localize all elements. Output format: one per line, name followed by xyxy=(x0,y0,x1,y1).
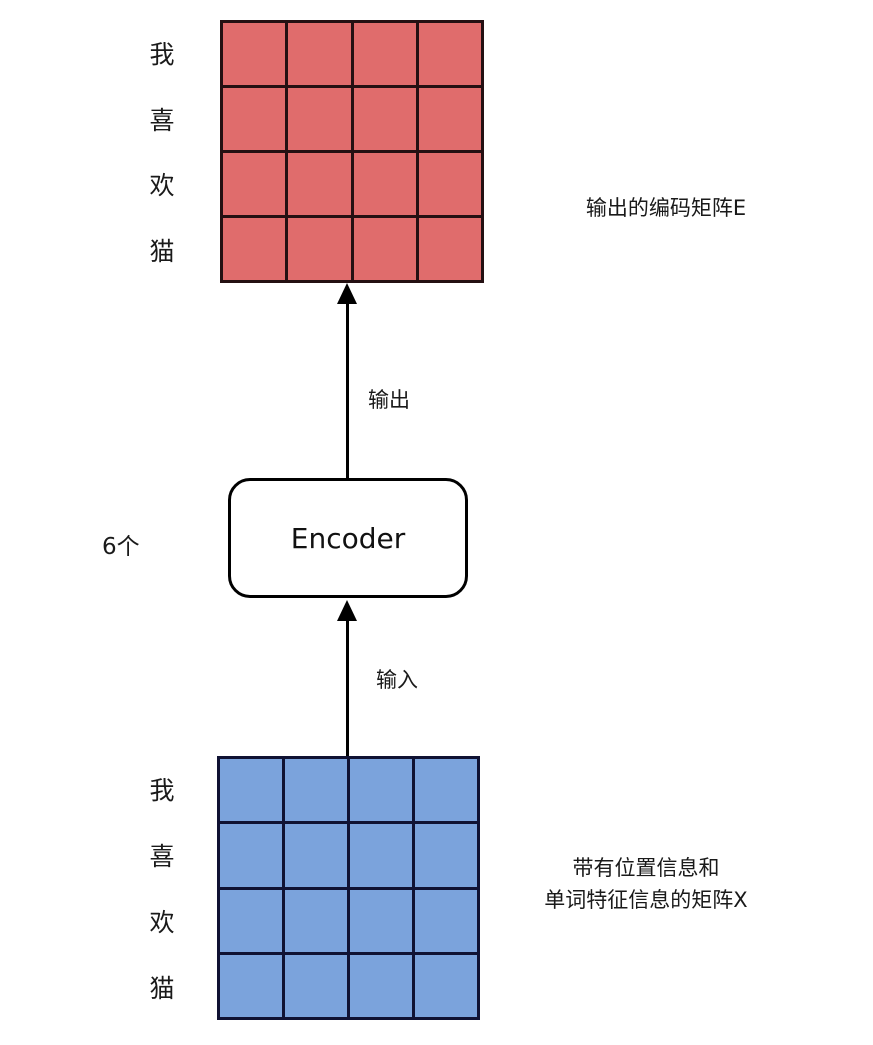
input-arrow-line xyxy=(346,619,349,756)
matrix-cell xyxy=(285,954,347,1017)
input-matrix xyxy=(217,756,480,1020)
input-arrow-head-icon xyxy=(337,600,357,621)
matrix-cell xyxy=(350,824,412,887)
matrix-cell xyxy=(288,218,351,280)
matrix-cell xyxy=(285,824,347,887)
matrix-cell xyxy=(288,23,351,85)
matrix-cell xyxy=(418,23,481,85)
matrix-cell xyxy=(350,759,412,822)
encoder-box-label: Encoder xyxy=(290,521,406,555)
row-label-xi: 喜 xyxy=(149,105,175,135)
row-label-huan: 欢 xyxy=(149,171,175,201)
matrix-cell xyxy=(285,759,347,822)
matrix-cell xyxy=(223,23,286,85)
matrix-cell xyxy=(220,824,282,887)
row-label-mao: 猫 xyxy=(149,974,175,1003)
input-matrix-caption-line1: 带有位置信息和 xyxy=(572,856,720,880)
matrix-cell xyxy=(223,88,286,150)
matrix-cell xyxy=(418,88,481,150)
matrix-cell xyxy=(223,218,286,280)
input-matrix-caption-line2: 单词特征信息的矩阵X xyxy=(544,888,748,912)
matrix-cell xyxy=(353,23,416,85)
matrix-cell xyxy=(220,759,282,822)
matrix-cell xyxy=(418,218,481,280)
matrix-cell xyxy=(223,153,286,215)
output-arrow-head-icon xyxy=(337,283,357,304)
output-matrix-row-labels: 我 喜 欢 猫 xyxy=(134,20,190,283)
encoder-count-label: 6个 xyxy=(102,534,140,560)
output-arrow-line xyxy=(346,301,349,478)
row-label-mao: 猫 xyxy=(149,237,175,267)
matrix-cell xyxy=(415,824,477,887)
matrix-cell xyxy=(353,153,416,215)
encoder-box: Encoder xyxy=(228,478,468,598)
output-arrow-label: 输出 xyxy=(368,388,410,412)
matrix-cell xyxy=(350,954,412,1017)
matrix-cell xyxy=(415,759,477,822)
matrix-cell xyxy=(353,218,416,280)
matrix-cell xyxy=(415,954,477,1017)
matrix-cell xyxy=(350,889,412,952)
row-label-wo: 我 xyxy=(149,776,175,805)
input-arrow-label: 输入 xyxy=(376,668,418,692)
input-matrix-row-labels: 我 喜 欢 猫 xyxy=(134,756,190,1020)
row-label-xi: 喜 xyxy=(149,842,175,871)
row-label-wo: 我 xyxy=(149,39,175,69)
matrix-cell xyxy=(288,88,351,150)
matrix-cell xyxy=(418,153,481,215)
matrix-cell xyxy=(415,889,477,952)
matrix-cell xyxy=(220,889,282,952)
output-matrix xyxy=(220,20,484,283)
matrix-cell xyxy=(353,88,416,150)
input-matrix-caption: 带有位置信息和 单词特征信息的矩阵X xyxy=(520,852,772,916)
matrix-cell xyxy=(220,954,282,1017)
matrix-cell xyxy=(288,153,351,215)
output-matrix-caption: 输出的编码矩阵E xyxy=(585,196,747,220)
matrix-cell xyxy=(285,889,347,952)
row-label-huan: 欢 xyxy=(149,908,175,937)
